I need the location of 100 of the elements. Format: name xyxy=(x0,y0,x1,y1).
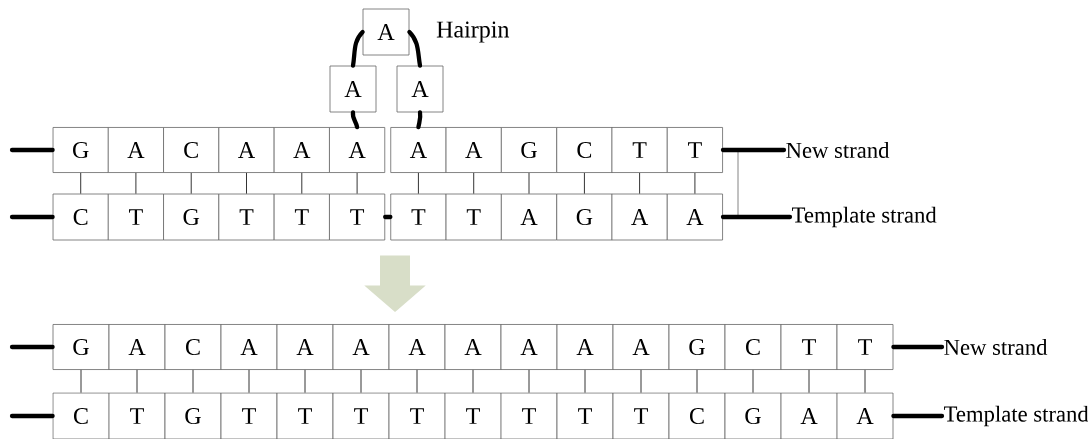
base-box: G xyxy=(163,193,220,241)
base-pair-line xyxy=(190,172,192,194)
base-box: G xyxy=(164,392,222,439)
base-box: T xyxy=(612,392,670,439)
base-box: A xyxy=(329,127,386,173)
base-box: A xyxy=(556,324,614,370)
strand-line xyxy=(383,214,393,220)
base-box: A xyxy=(220,324,278,370)
base-box: C xyxy=(52,193,109,241)
hairpin-loop-line xyxy=(407,29,423,68)
base-box: A xyxy=(666,193,723,241)
base-box: T xyxy=(444,392,502,439)
base-pair-line xyxy=(639,172,640,194)
hairpin-loop-line xyxy=(416,110,423,130)
base-pair-line xyxy=(192,369,194,393)
strand-line xyxy=(9,147,55,153)
base-box: T xyxy=(218,193,275,241)
strand-label: Template strand xyxy=(944,405,1088,427)
base-box: T xyxy=(388,392,446,439)
base-box: T xyxy=(276,392,334,439)
base-pair-line xyxy=(80,369,82,393)
base-pair-line xyxy=(473,172,475,194)
base-box: C xyxy=(163,127,220,173)
node-label: T xyxy=(298,408,312,424)
strand-label: Template strand xyxy=(792,206,937,228)
base-box: A xyxy=(218,127,275,173)
base-pair-line xyxy=(864,369,866,393)
base-box: T xyxy=(666,127,723,173)
base-pair-line xyxy=(356,172,358,194)
base-box: A xyxy=(332,324,390,370)
base-box: A xyxy=(445,127,502,173)
base-box: T xyxy=(780,324,838,370)
base-box: A xyxy=(390,127,447,173)
base-pair-line xyxy=(472,369,474,393)
base-box: A xyxy=(396,65,444,113)
base-box: A xyxy=(500,324,558,370)
base-pair-line xyxy=(528,369,530,393)
hairpin-loop-line xyxy=(350,110,360,130)
base-box: A xyxy=(780,392,838,439)
base-box: T xyxy=(390,193,447,241)
base-box: A xyxy=(362,8,410,56)
base-box: T xyxy=(107,193,164,241)
base-box: A xyxy=(276,324,334,370)
base-box: T xyxy=(332,392,390,439)
base-box: C xyxy=(668,392,726,439)
base-pair-line xyxy=(584,369,586,393)
base-box: G xyxy=(500,127,558,173)
base-box: A xyxy=(107,127,164,173)
base-box: T xyxy=(556,392,614,439)
base-box: C xyxy=(164,324,222,370)
base-box: C xyxy=(724,324,782,370)
base-box: G xyxy=(52,324,110,370)
base-pair-line xyxy=(696,369,698,393)
base-pair-line xyxy=(640,369,642,393)
base-pair-line xyxy=(301,172,303,194)
base-box: A xyxy=(612,324,670,370)
base-box: A xyxy=(444,324,502,370)
base-box: C xyxy=(556,127,613,173)
strand-line xyxy=(891,344,945,350)
node-label: C xyxy=(689,407,704,425)
base-pair-line xyxy=(694,172,696,194)
base-pair-line xyxy=(135,172,137,194)
strand-label: New strand xyxy=(944,339,1048,355)
base-box: T xyxy=(836,324,894,370)
hairpin-label: Hairpin xyxy=(436,21,510,43)
base-pair-line xyxy=(752,369,754,393)
base-box: G xyxy=(668,324,726,370)
base-pair-line xyxy=(136,369,138,393)
base-pair-line xyxy=(246,172,247,194)
base-box: A xyxy=(500,193,558,241)
base-pair-line xyxy=(416,369,418,393)
strand-line xyxy=(891,413,945,419)
base-box: A xyxy=(329,65,377,113)
base-pair-line xyxy=(80,172,82,194)
node-label: T xyxy=(242,408,256,424)
base-pair-line xyxy=(528,172,530,194)
strand-label: New strand xyxy=(786,142,890,158)
base-pair-line xyxy=(360,369,362,393)
base-box: T xyxy=(500,392,558,439)
base-pair-line xyxy=(584,172,585,194)
base-box: A xyxy=(108,324,166,370)
strand-line xyxy=(720,214,793,220)
base-box: T xyxy=(611,127,668,173)
strand-line xyxy=(9,413,55,419)
strand-line xyxy=(9,214,55,220)
base-box: A xyxy=(611,193,668,241)
base-box: A xyxy=(388,324,446,370)
base-box: T xyxy=(220,392,278,439)
base-box: T xyxy=(445,193,502,241)
base-box: T xyxy=(108,392,166,439)
base-pair-line xyxy=(808,369,810,393)
node-label: G xyxy=(185,407,201,425)
base-pair-line xyxy=(418,172,419,194)
strand-line xyxy=(720,147,787,153)
base-box: A xyxy=(273,127,330,173)
base-box: T xyxy=(273,193,330,241)
base-box: G xyxy=(52,127,109,173)
node-label: T xyxy=(634,408,648,424)
base-box: A xyxy=(836,392,894,439)
base-box: C xyxy=(52,392,110,439)
